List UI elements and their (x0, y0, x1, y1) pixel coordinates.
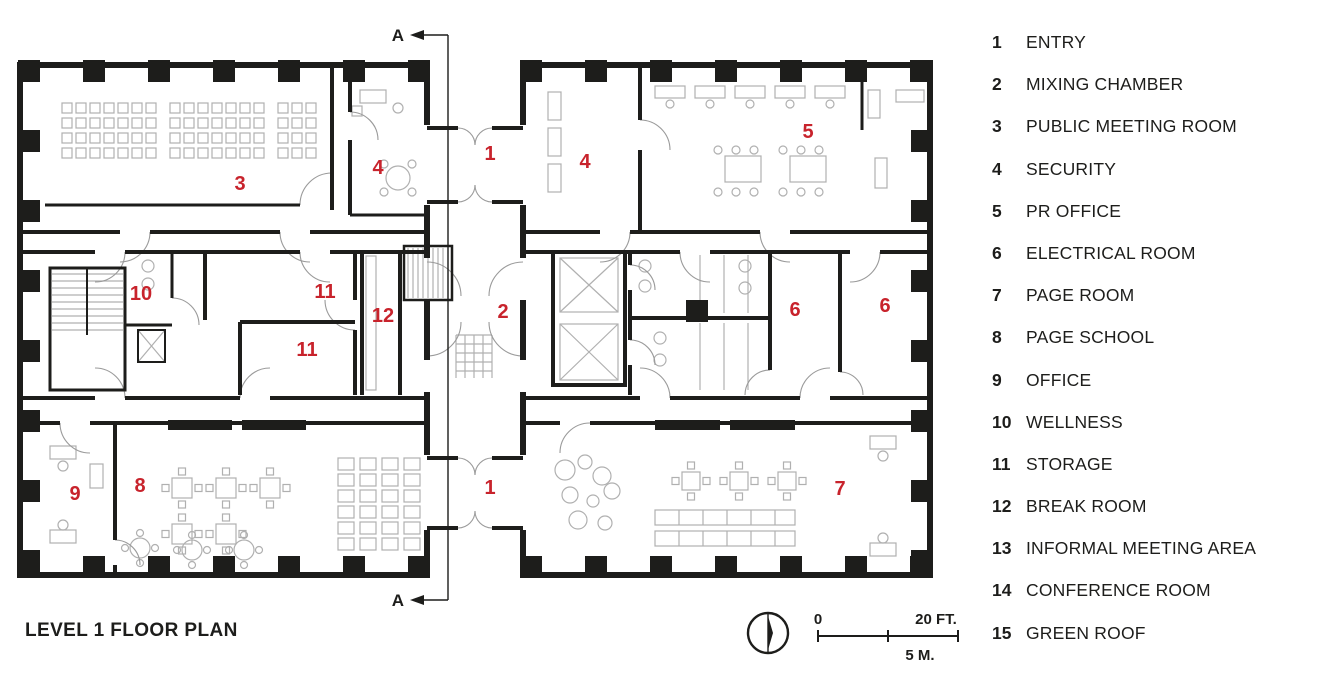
legend-item-label: STORAGE (1026, 453, 1113, 474)
legend-item: 5 PR OFFICE (992, 201, 1322, 243)
room-number-marker: 7 (834, 478, 845, 500)
legend-item-label: PAGE SCHOOL (1026, 327, 1155, 348)
legend-item-label: ELECTRICAL ROOM (1026, 242, 1196, 263)
legend-item: 15 GREEN ROOF (992, 623, 1322, 665)
legend-item-label: SECURITY (1026, 158, 1117, 179)
section-label-bottom: A (392, 591, 404, 610)
legend-item-number: 11 (992, 453, 1011, 474)
legend-item: 11 STORAGE (992, 454, 1322, 496)
plan-title: LEVEL 1 FLOOR PLAN (25, 620, 238, 641)
legend-item: 2 MIXING CHAMBER (992, 74, 1322, 116)
room-number-marker: 4 (579, 151, 591, 173)
room-number-marker: 8 (134, 475, 145, 497)
room-number-marker: 10 (130, 283, 152, 305)
legend-item-label: MIXING CHAMBER (1026, 74, 1184, 95)
legend-item-label: PAGE ROOM (1026, 285, 1135, 306)
legend-item: 7 PAGE ROOM (992, 285, 1322, 327)
floor-plan-svg: A A 0 20 FT. 5 M. 3 4 1 4 5 10 11 11 12 2 6 6 9 8 1 7 (17, 26, 959, 664)
legend-item-label: OFFICE (1026, 369, 1092, 390)
legend-item-label: PUBLIC MEETING ROOM (1026, 116, 1237, 137)
legend-item-number: 6 (992, 242, 1002, 263)
legend-item-label: PR OFFICE (1026, 200, 1122, 221)
legend-item-number: 9 (992, 369, 1002, 390)
north-arrow-icon (746, 611, 790, 655)
legend-item-number: 8 (992, 327, 1002, 348)
room-number-marker: 6 (879, 295, 890, 317)
section-label-top: A (392, 26, 404, 45)
legend-item-number: 4 (992, 158, 1002, 179)
legend-item: 8 PAGE SCHOOL (992, 327, 1322, 369)
legend-item: 12 BREAK ROOM (992, 496, 1322, 538)
legend-item-label: GREEN ROOF (1026, 622, 1146, 643)
room-number-marker: 4 (372, 157, 384, 179)
room-number-marker: 11 (296, 339, 317, 361)
legend-item-number: 14 (992, 580, 1012, 601)
scale-feet-label: 20 FT. (915, 611, 957, 628)
legend-item-number: 10 (992, 411, 1012, 432)
room-number-marker: 5 (802, 121, 813, 143)
room-number-marker: 6 (789, 299, 800, 321)
room-number-marker: 12 (372, 305, 394, 327)
legend-item: 6 ELECTRICAL ROOM (992, 243, 1322, 285)
plan-layers (17, 60, 933, 578)
scale-zero-label: 0 (814, 611, 822, 628)
room-number-marker: 9 (69, 483, 80, 505)
legend-item: 9 OFFICE (992, 370, 1322, 412)
section-cut-line: A A (392, 26, 449, 610)
room-number-marker: 11 (314, 281, 335, 303)
legend-item-number: 1 (992, 32, 1002, 52)
legend-item-number: 13 (992, 538, 1012, 559)
legend-item-number: 5 (992, 200, 1002, 221)
plan-drawing-area: A A 0 20 FT. 5 M. 3 4 1 4 5 10 11 11 12 2 6 6 9 8 1 7 (17, 26, 959, 664)
legend-item: 3 PUBLIC MEETING ROOM (992, 116, 1322, 158)
legend-item: 14 CONFERENCE ROOM (992, 580, 1322, 622)
legend-item-label: BREAK ROOM (1026, 496, 1147, 517)
room-number-marker: 3 (234, 173, 245, 195)
scale-bar: 0 20 FT. 5 M. (814, 611, 959, 664)
legend-item: 13 INFORMAL MEETING AREA (992, 538, 1322, 580)
legend-item: 4 SECURITY (992, 159, 1322, 201)
room-markers: 3 4 1 4 5 10 11 11 12 2 6 6 9 8 1 7 (69, 121, 890, 505)
legend-item-number: 2 (992, 74, 1002, 95)
legend-item-number: 3 (992, 116, 1002, 137)
legend-item-label: WELLNESS (1026, 411, 1123, 432)
legend-item-label: CONFERENCE ROOM (1026, 580, 1211, 601)
legend-item-number: 15 (992, 622, 1012, 643)
pier-layer (18, 60, 933, 578)
room-number-marker: 2 (497, 301, 508, 323)
legend-list: 1 ENTRY 2 MIXING CHAMBER 3 PUBLIC MEETING ROO… (992, 32, 1322, 665)
door-swing-layer (59, 111, 881, 566)
legend-item-label: ENTRY (1026, 32, 1086, 52)
room-number-marker: 1 (484, 477, 495, 499)
legend-item-number: 12 (992, 496, 1012, 517)
legend-item-label: INFORMAL MEETING AREA (1026, 538, 1257, 559)
room-number-marker: 1 (484, 143, 495, 165)
legend-item: 10 WELLNESS (992, 412, 1322, 454)
legend-item: 1 ENTRY (992, 32, 1322, 74)
scale-meters-label: 5 M. (905, 647, 934, 664)
legend-item-number: 7 (992, 285, 1002, 306)
